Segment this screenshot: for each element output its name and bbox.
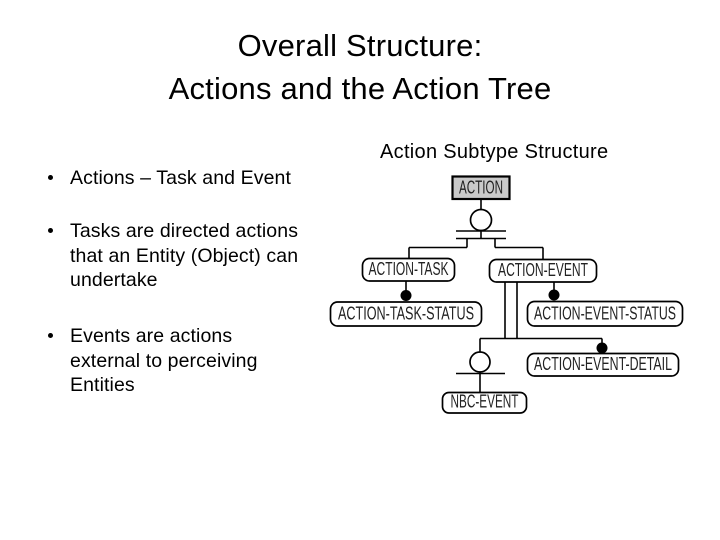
- node-action-label: ACTION: [459, 178, 503, 198]
- node-nbc-event-label: NBC-EVENT: [451, 392, 519, 412]
- node-action-event-detail-box: [526, 352, 680, 377]
- node-action-task-status-box: [329, 301, 483, 327]
- node-action-event-status-box: [526, 300, 684, 327]
- node-action-event-detail-label: ACTION-EVENT-DETAIL: [534, 354, 672, 374]
- subtype-circle-icon: [469, 208, 493, 232]
- instance-dot-icon: [548, 289, 560, 301]
- node-action-task-box: [361, 257, 456, 282]
- bullet-item: Tasks are directed actions that an Entit…: [46, 219, 326, 293]
- slide-title: Overall Structure: Actions and the Actio…: [40, 24, 680, 110]
- node-nbc-event-box: [441, 391, 528, 414]
- bullet-text: Tasks are directed actions that an Entit…: [70, 220, 299, 291]
- bullet-item: Actions – Task and Event: [46, 166, 326, 191]
- bullet-dot-icon: [48, 228, 53, 233]
- node-action-event-box: [488, 258, 598, 283]
- node-action-task-label: ACTION-TASK: [369, 259, 449, 279]
- instance-dot-icon: [400, 290, 412, 301]
- diagram-heading: Action Subtype Structure: [380, 141, 609, 163]
- title-line-1: Overall Structure:: [237, 28, 483, 63]
- instance-dot-icon: [596, 342, 608, 354]
- node-action-task-status-label: ACTION-TASK-STATUS: [338, 304, 474, 324]
- bullet-text: Actions – Task and Event: [70, 167, 292, 189]
- bullet-dot-icon: [48, 175, 53, 180]
- node-action-event-status-label: ACTION-EVENT-STATUS: [534, 304, 676, 324]
- bullet-dot-icon: [48, 333, 53, 338]
- bullet-item: Events are actions external to perceivin…: [46, 324, 326, 398]
- title-line-2: Actions and the Action Tree: [168, 71, 552, 106]
- node-action-event-label: ACTION-EVENT: [498, 260, 588, 280]
- bullet-text: Events are actions external to perceivin…: [70, 325, 258, 396]
- subtype-circle-icon: [469, 351, 491, 373]
